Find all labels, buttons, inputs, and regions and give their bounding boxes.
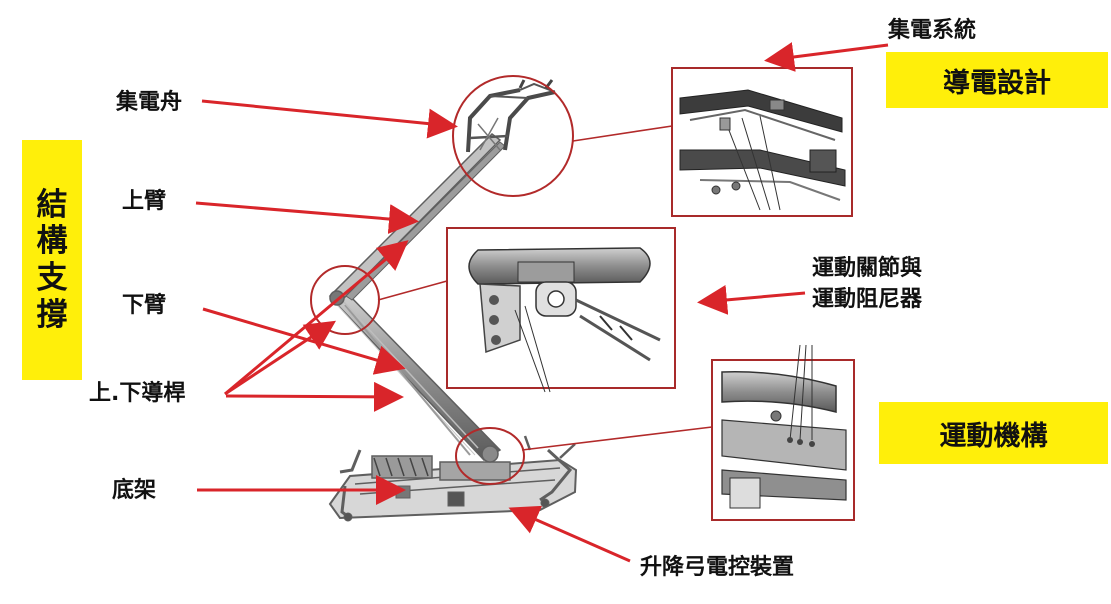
arrow-current-collection (764, 42, 889, 72)
base-joint-drawing (481, 445, 499, 463)
label-control-device: 升降弓電控裝置 (640, 555, 795, 580)
arrow-lower-arm (202, 307, 406, 375)
arrow-control-device (508, 505, 631, 563)
structural-support-char-3: 支 (36, 260, 68, 296)
connector-to-collector-detail (572, 125, 673, 142)
base-highlight-circle (455, 427, 525, 485)
annotation-arrows (195, 42, 889, 563)
box-motion-mechanism: 運動機構 (879, 402, 1108, 464)
guide-rods-drawing (341, 299, 479, 456)
box-conductive-design: 導電設計 (886, 52, 1108, 108)
arrow-upper-arm (195, 201, 419, 234)
collector-detail-frame (671, 67, 853, 217)
collector-highlight-circle (452, 75, 574, 197)
arrow-guide-rod-lower (225, 381, 404, 412)
detail-connector-lines (377, 125, 713, 451)
arrow-collector-shoe (201, 99, 458, 139)
arrow-joints-dampers (697, 284, 806, 315)
collector-shoe-drawing (466, 79, 556, 153)
structural-support-char-1: 結 (36, 186, 68, 223)
label-joints-dampers-line2: 運動阻尼器 (812, 287, 923, 312)
structural-support-char-4: 撐 (36, 296, 68, 333)
arrow-guide-rod-upper (224, 320, 337, 396)
connector-to-mechanism-detail (521, 426, 713, 451)
label-base-frame: 底架 (112, 478, 157, 503)
label-lower-arm: 下臂 (122, 293, 167, 318)
label-collector-shoe: 集電舟 (116, 90, 183, 115)
joint-detail-frame (446, 227, 676, 393)
arrow-guide-rod-middle (224, 240, 409, 396)
label-joints-dampers-line1: 運動關節與 (812, 256, 923, 281)
label-guide-rods: 上.下導桿 (89, 381, 186, 406)
label-upper-arm: 上臂 (122, 189, 167, 214)
structural-support-char-2: 構 (36, 223, 68, 260)
box-structural-support: 結 構 支 撐 (22, 140, 82, 380)
label-current-collection-system: 集電系統 (888, 18, 977, 43)
connector-to-joint-detail (377, 280, 448, 301)
base-frame-drawing (328, 435, 578, 522)
mechanism-detail-frame (711, 344, 855, 521)
